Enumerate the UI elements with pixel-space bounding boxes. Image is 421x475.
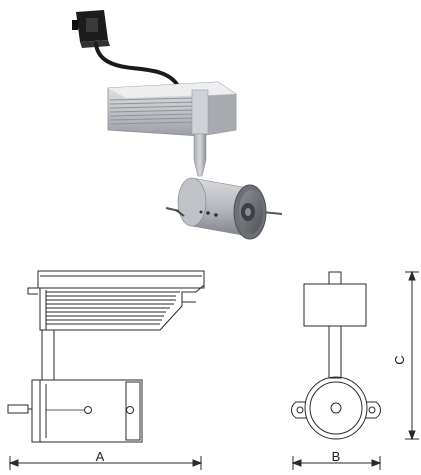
dimension-b: [291, 456, 382, 470]
dimension-c-label: C: [392, 355, 407, 364]
power-cable: [94, 42, 180, 88]
track-adapter: [72, 10, 110, 48]
lamp-head: [165, 177, 283, 240]
dimension-b-label: B: [332, 449, 341, 464]
side-view: [291, 271, 381, 440]
front-view: [7, 270, 205, 443]
driver-housing: [107, 81, 237, 137]
product-render: [72, 10, 283, 240]
support-arm: [193, 133, 207, 177]
dimension-a: [8, 456, 203, 470]
dimension-a-label: A: [96, 449, 105, 464]
dimension-c: [405, 270, 419, 441]
